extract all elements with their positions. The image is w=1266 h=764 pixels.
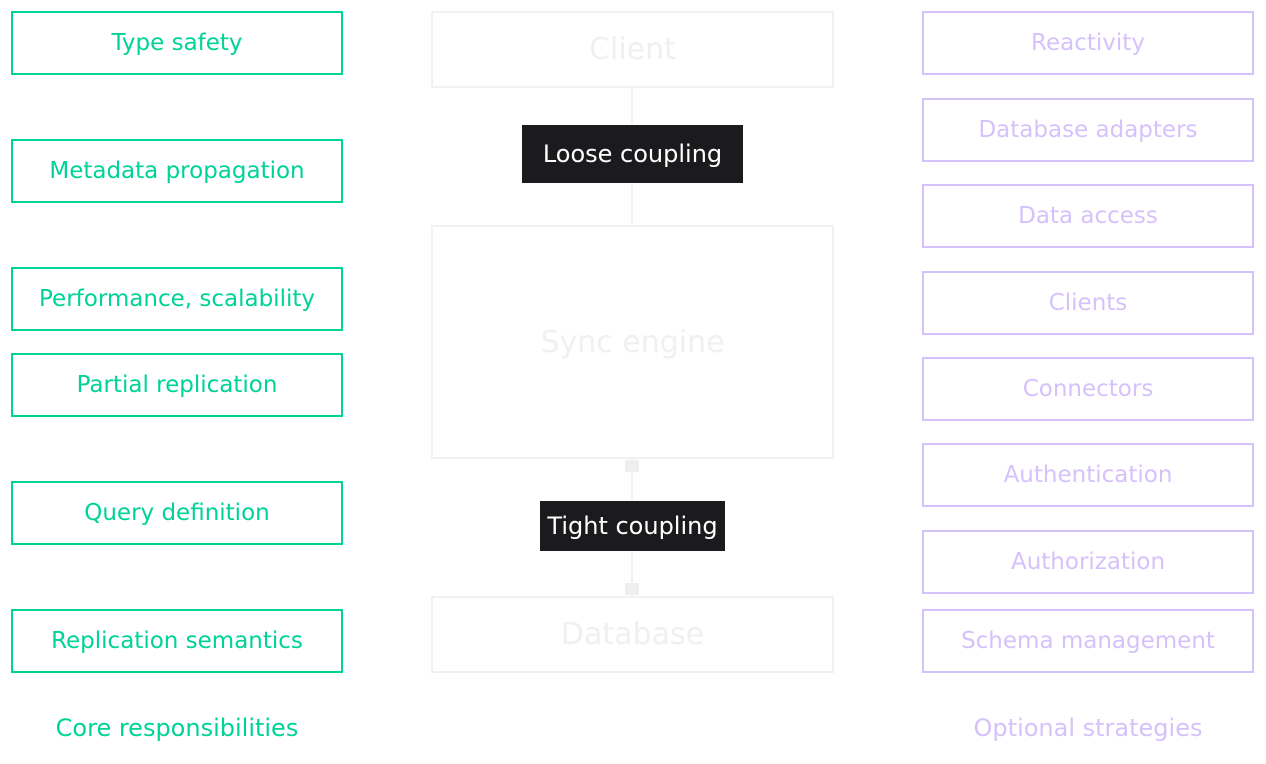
database-anchor-square — [625, 583, 639, 595]
core-item-partial-replication: Partial replication — [11, 353, 343, 417]
engine-anchor-square — [625, 460, 639, 472]
core-item-metadata-propagation: Metadata propagation — [11, 139, 343, 203]
core-caption: Core responsibilities — [55, 714, 299, 742]
core-item-query-definition: Query definition — [11, 481, 343, 545]
optional-item-connectors: Connectors — [922, 357, 1254, 421]
optional-item-data-access: Data access — [922, 184, 1254, 248]
optional-item-reactivity: Reactivity — [922, 11, 1254, 75]
core-item-type-safety: Type safety — [11, 11, 343, 75]
client-box: Client — [431, 11, 834, 88]
optional-caption: Optional strategies — [973, 714, 1203, 742]
optional-item-clients: Clients — [922, 271, 1254, 335]
optional-item-authentication: Authentication — [922, 443, 1254, 507]
optional-item-database-adapters: Database adapters — [922, 98, 1254, 162]
database-box: Database — [431, 596, 834, 673]
optional-item-authorization: Authorization — [922, 530, 1254, 594]
tight-coupling-label: Tight coupling — [540, 501, 725, 551]
core-item-replication-semantics: Replication semantics — [11, 609, 343, 673]
loose-coupling-label: Loose coupling — [522, 125, 743, 183]
core-item-performance-scalability: Performance, scalability — [11, 267, 343, 331]
optional-item-schema-management: Schema management — [922, 609, 1254, 673]
sync-engine-box: Sync engine — [431, 225, 834, 459]
